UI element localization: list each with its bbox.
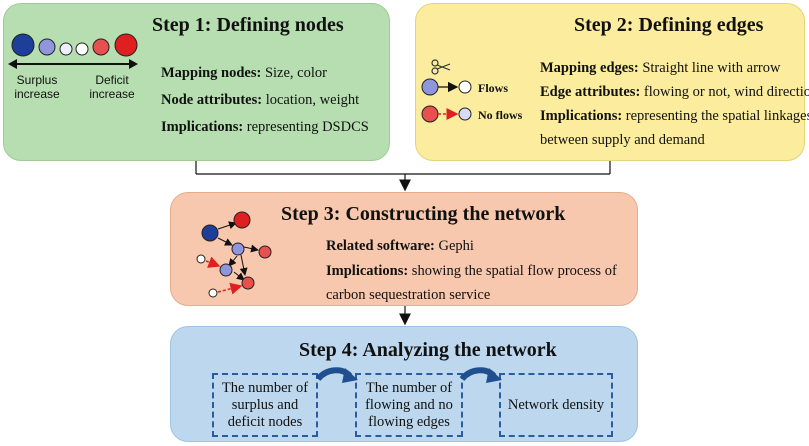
flows-label: Flows [478, 81, 508, 95]
graph-node-3 [231, 242, 245, 256]
surplus-increase-label: Surplus increase [14, 73, 60, 101]
edge-legend [421, 59, 472, 123]
step1-line-1: Mapping nodes: Size, color [161, 65, 327, 81]
step2-line-3: Implications: representing the spatial l… [540, 108, 809, 124]
metric-box-nodes: The number of surplus and deficit nodes [212, 373, 318, 437]
deficit-increase-label: Deficit increase [89, 73, 135, 101]
step1-line-2: Node attributes: location, weight [161, 92, 360, 108]
graph-node-4 [258, 245, 272, 259]
graph-node-8 [208, 288, 218, 298]
step3-line-2: Implications: showing the spatial flow p… [326, 263, 617, 279]
scale-arrow-right [129, 59, 138, 69]
scissors-icon [431, 59, 451, 75]
step4-title: Step 4: Analyzing the network [299, 339, 557, 361]
step3-line-1: Related software: Gephi [326, 238, 474, 254]
surplus-node-large [11, 33, 35, 57]
no-flows-label: No flows [478, 108, 523, 122]
connector-lines [195, 161, 611, 326]
step2-title: Step 2: Defining edges [574, 14, 764, 36]
graph-node-deficit [233, 211, 251, 229]
noflow-target-node [458, 107, 472, 121]
deficit-node-small [92, 38, 110, 56]
surplus-node-small [38, 38, 56, 56]
graph-node-surplus [201, 224, 219, 242]
step2-line-1: Mapping edges: Straight line with arrow [540, 60, 781, 76]
step2-panel: Step 2: Defining edges Mapping edges: St… [415, 3, 809, 161]
step1-panel: Step 1: Defining nodes Mapping nodes: Si… [3, 3, 390, 161]
flow-target-node [458, 80, 472, 94]
graph-node-5 [196, 254, 206, 264]
noflow-source-node [421, 105, 439, 123]
step1-title: Step 1: Defining nodes [152, 14, 344, 36]
node-scale-legend [8, 33, 138, 69]
step4-panel: Step 4: Analyzing the network [170, 326, 638, 442]
graph-node-6 [219, 263, 233, 277]
step2-line-4: between supply and demand [540, 132, 705, 148]
neutral-node-2 [75, 42, 89, 56]
step4-arrows [315, 367, 502, 383]
graph-node-7 [241, 276, 255, 290]
neutral-node-1 [59, 42, 73, 56]
step1-line-3: Implications: representing DSDCS [161, 119, 369, 135]
metric-box-density: Network density [499, 373, 613, 437]
flow-source-node [421, 78, 439, 96]
scale-arrow-left [8, 59, 17, 69]
metric-box-edges: The number of flowing and no flowing edg… [355, 373, 463, 437]
step2-line-2: Edge attributes: flowing or not, wind di… [540, 84, 809, 100]
network-graph [196, 211, 272, 298]
deficit-node-large [114, 33, 138, 57]
step3-line-3: carbon sequestration service [326, 287, 491, 303]
step3-title: Step 3: Constructing the network [281, 203, 566, 225]
